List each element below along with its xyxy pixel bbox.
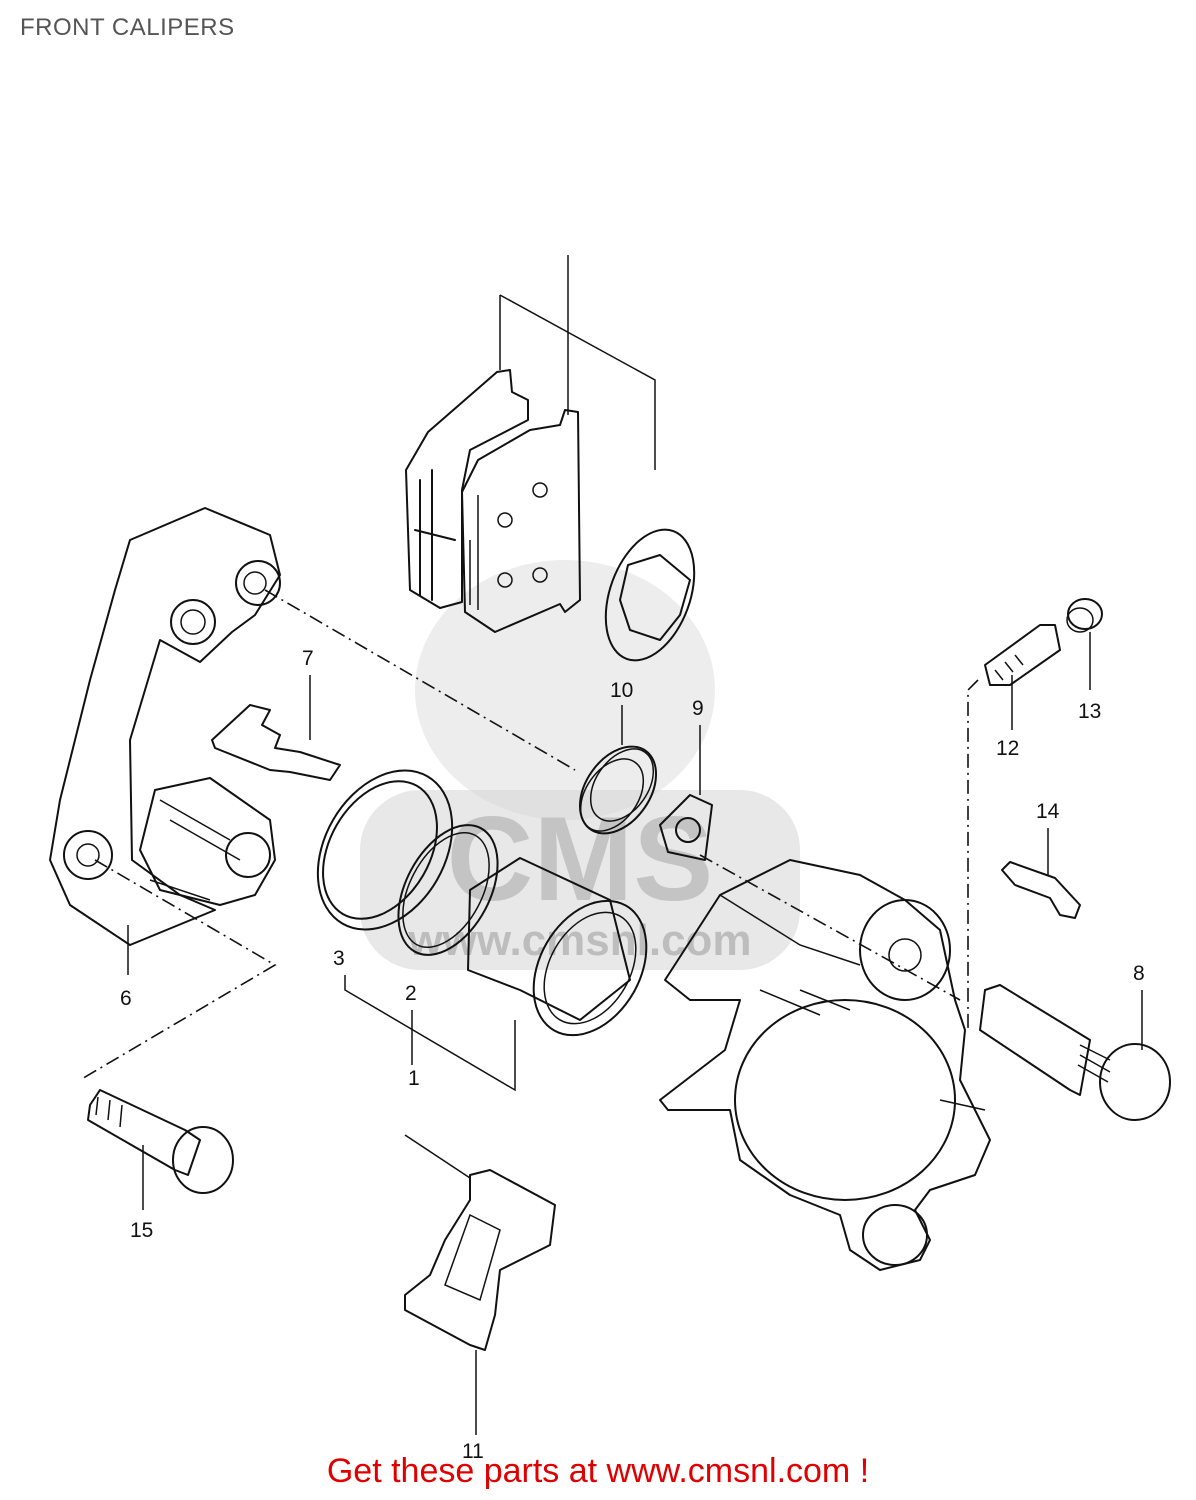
bleeder-valve-part-12[interactable] <box>984 624 1061 686</box>
pad-spring-part-7[interactable] <box>211 704 341 781</box>
assembly-axis-upper <box>264 589 576 771</box>
pad-shim-part-5[interactable] <box>589 517 711 672</box>
dust-seal-part-3[interactable] <box>291 746 480 953</box>
piston-part-1[interactable] <box>467 857 669 1055</box>
callout-10: 10 <box>610 679 633 702</box>
callout-9: 9 <box>692 697 704 720</box>
callout-8: 8 <box>1133 962 1145 985</box>
callout-12: 12 <box>996 737 1019 760</box>
leader-4-5 <box>499 255 656 470</box>
callout-15: 15 <box>130 1219 153 1242</box>
pad-retainer-part-11[interactable] <box>404 1134 556 1351</box>
mounting-bolt-part-15[interactable] <box>87 1089 234 1194</box>
callout-7: 7 <box>302 647 314 670</box>
page-title: FRONT CALIPERS <box>20 14 235 41</box>
brake-pads-part-4[interactable] <box>405 369 581 633</box>
boot-part-10[interactable] <box>564 732 671 847</box>
leader-12-dash <box>967 679 979 1030</box>
spring-clip-part-14[interactable] <box>1001 861 1081 919</box>
watermark-logo: CMS www.cmsnl.com <box>360 560 800 970</box>
callout-2: 2 <box>405 982 417 1005</box>
assembly-axis-lower <box>79 859 277 1081</box>
callout-14: 14 <box>1036 800 1060 823</box>
piston-seal-part-2[interactable] <box>378 808 518 971</box>
callout-13: 13 <box>1078 700 1101 723</box>
caliper-bracket-part-6[interactable] <box>49 507 281 946</box>
callout-1: 1 <box>408 1067 420 1090</box>
leader-1-3 <box>344 975 516 1092</box>
boot-part-9[interactable] <box>659 794 713 861</box>
callout-6: 6 <box>120 987 132 1010</box>
callout-3: 3 <box>333 947 345 970</box>
callout-11: 11 <box>462 1440 484 1463</box>
bleeder-cap-part-13[interactable] <box>1066 598 1103 633</box>
slide-pin-bolt-part-8[interactable] <box>979 984 1171 1121</box>
promo-link[interactable]: Get these parts at www.cmsnl.com ! <box>326 1452 870 1490</box>
watermark-url: www.cmsnl.com <box>407 916 751 965</box>
caliper-body[interactable] <box>659 859 991 1271</box>
